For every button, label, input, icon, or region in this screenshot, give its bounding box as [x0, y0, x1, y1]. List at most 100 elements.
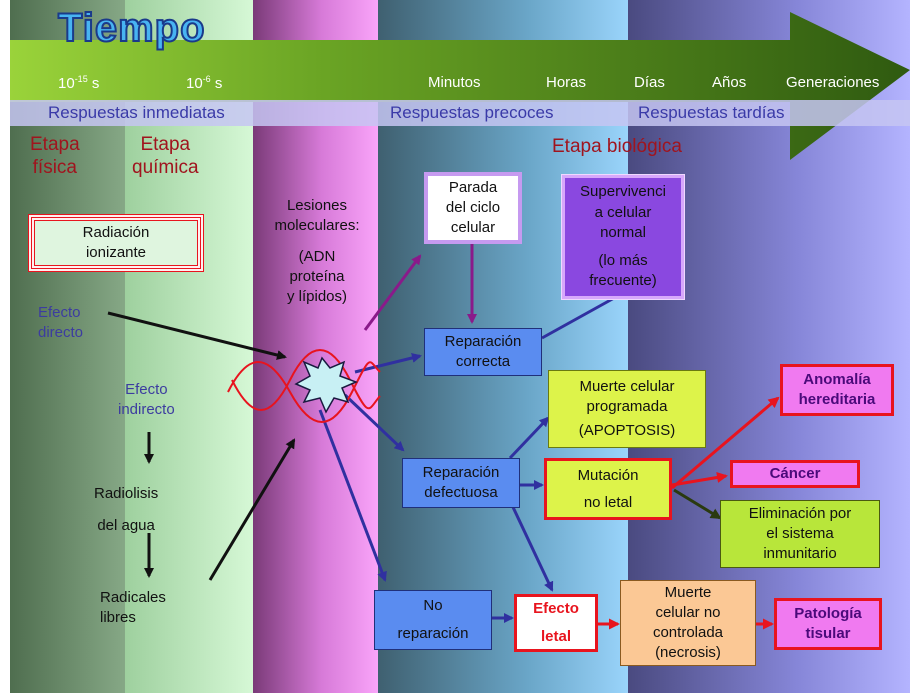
arrow-lesion-parada	[363, 254, 422, 331]
supervivencia-line1: Supervivenci	[580, 183, 666, 201]
radicales-line2: libres	[100, 609, 136, 627]
cancer-box: Cáncer	[730, 460, 860, 488]
timeline-t1: 10-15 s	[58, 74, 100, 92]
stage-fisica: Etapa física	[30, 134, 80, 180]
efecto-indirecto-label: Efecto indirecto	[118, 380, 175, 421]
efecto-directo-line2: directo	[38, 324, 84, 342]
arrow-mutacion-anomalia	[671, 396, 780, 490]
mutacion-line1: Mutación	[577, 467, 639, 484]
radiolisis-line2: del agua	[97, 516, 155, 534]
muerte-no-controlada-line2: celular no	[655, 603, 721, 621]
efecto-letal-line1: Efecto	[533, 599, 579, 617]
respuestas-inmediatas: Respuestas inmediatas	[48, 103, 225, 122]
eliminacion-inmunitario-box: Eliminación por el sistema inmunitario	[720, 500, 880, 568]
supervivencia-line5: frecuente)	[589, 272, 657, 290]
efecto-indirecto-line1: Efecto	[125, 381, 168, 398]
lesiones-line5: y lípidos)	[286, 288, 348, 305]
muerte-programada-box: Muerte celular programada (APOPTOSIS)	[548, 370, 706, 448]
stage-quimica: Etapa química	[132, 134, 199, 180]
lesiones-line4: proteína	[289, 267, 345, 285]
stage-fisica-line1: Etapa	[30, 134, 80, 155]
muerte-no-controlada-line4: (necrosis)	[655, 644, 721, 662]
efecto-letal-box: Efecto letal	[514, 594, 598, 652]
eliminacion-line1: Eliminación por	[748, 504, 852, 522]
muerte-no-controlada-box: Muerte celular no controlada (necrosis)	[620, 580, 756, 666]
parada-line1: Parada	[448, 178, 498, 196]
timeline-arrow	[10, 12, 910, 160]
radicales-libres-label: Radicales libres	[100, 588, 166, 629]
lesiones-line3: (ADN	[298, 247, 336, 265]
stage-biologica: Etapa biológica	[552, 136, 682, 157]
supervivencia-line3: normal	[600, 223, 646, 241]
reparacion-defectuosa-line1: Reparación	[422, 463, 500, 481]
radiacion-ionizante-box: Radiación ionizante	[28, 214, 204, 272]
efecto-letal-line2: letal	[540, 628, 571, 645]
radicales-line1: Radicales	[100, 589, 166, 606]
lesion-starburst-icon	[294, 356, 359, 414]
cancer-label: Cáncer	[769, 464, 821, 482]
eliminacion-line3: inmunitario	[763, 545, 837, 563]
parada-line3: celular	[450, 219, 496, 237]
no-reparacion-box: No reparación	[374, 590, 492, 650]
radiacion-line1: Radiación	[82, 223, 150, 241]
efecto-directo-line1: Efecto	[38, 304, 81, 321]
arrow-reparacion-supervivencia	[541, 290, 627, 340]
eliminacion-line2: el sistema	[766, 524, 834, 542]
respuestas-tardias: Respuestas tardías	[638, 103, 785, 122]
arrow-radicales-lesion	[208, 438, 296, 581]
timeline-generaciones: Generaciones	[786, 74, 880, 91]
muerte-programada-line1: Muerte celular	[579, 377, 675, 395]
muerte-no-controlada-line1: Muerte	[664, 583, 712, 601]
radiolisis-label: Radiolisis del agua	[94, 478, 158, 541]
mutacion-line2: no letal	[583, 494, 633, 511]
patologia-line1: Patología	[794, 604, 862, 622]
reparacion-correcta-box: Reparación correcta	[424, 328, 542, 376]
anomalia-line2: hereditaria	[798, 391, 876, 408]
stage-quimica-line1: Etapa	[140, 134, 191, 155]
muerte-programada-line3: (APOPTOSIS)	[578, 422, 676, 440]
patologia-tisular-box: Patología tisular	[774, 598, 882, 650]
parada-ciclo-celular-box: Parada del ciclo celular	[424, 172, 522, 244]
reparacion-defectuosa-box: Reparación defectuosa	[402, 458, 520, 508]
timeline-t2: 10-6 s	[186, 74, 223, 92]
lesiones-line2: moleculares:	[274, 217, 360, 235]
title: Tiempo	[57, 5, 206, 51]
reparacion-correcta-line2: correcta	[455, 353, 511, 370]
no-reparacion-line2: reparación	[397, 625, 469, 642]
dna-strand-icon	[227, 361, 381, 423]
efecto-indirecto-line2: indirecto	[118, 401, 175, 419]
anomalia-hereditaria-box: Anomalía hereditaria	[780, 364, 894, 416]
timeline-dias: Días	[634, 74, 665, 91]
stage-fisica-line2: física	[32, 156, 77, 178]
arrow-lesion-reparacion-correcta	[354, 353, 422, 374]
arrow-defectuosa-efecto-letal	[510, 504, 554, 592]
patologia-line2: tisular	[805, 625, 851, 642]
efecto-directo-label: Efecto directo	[38, 303, 83, 344]
dna-strand-icon	[231, 349, 381, 411]
muerte-no-controlada-line3: controlada	[652, 624, 724, 641]
arrow-mutacion-cancer	[671, 472, 728, 487]
band-etapa-fisica	[0, 0, 10, 693]
arrow-mutacion-eliminacion	[673, 488, 722, 520]
lesiones-moleculares-label: Lesiones moleculares: (ADN proteína y lí…	[256, 196, 378, 307]
no-reparacion-line1: No	[423, 596, 443, 614]
arrow-efecto-directo	[107, 311, 287, 360]
respuestas-precoces: Respuestas precoces	[390, 103, 554, 122]
reparacion-correcta-line1: Reparación	[444, 332, 522, 350]
lesiones-line1: Lesiones	[286, 197, 348, 214]
arrow-defectuosa-apoptosis	[508, 416, 550, 460]
muerte-programada-line2: programada	[586, 397, 668, 415]
radiolisis-line1: Radiolisis	[94, 485, 159, 502]
timeline-anos: Años	[712, 74, 747, 91]
arrow-lesion-no-reparacion	[318, 409, 387, 582]
anomalia-line1: Anomalía	[803, 370, 871, 388]
mutacion-no-letal-box: Mutación no letal	[544, 458, 672, 520]
reparacion-defectuosa-line2: defectuosa	[424, 484, 498, 501]
arrow-lesion-reparacion-defectuosa	[343, 393, 405, 452]
timeline-horas: Horas	[546, 74, 587, 91]
radiacion-line2: ionizante	[85, 244, 147, 261]
stage-quimica-line2: química	[132, 156, 199, 178]
timeline-minutos: Minutos	[428, 74, 481, 91]
supervivencia-line2: a celular	[594, 203, 652, 221]
